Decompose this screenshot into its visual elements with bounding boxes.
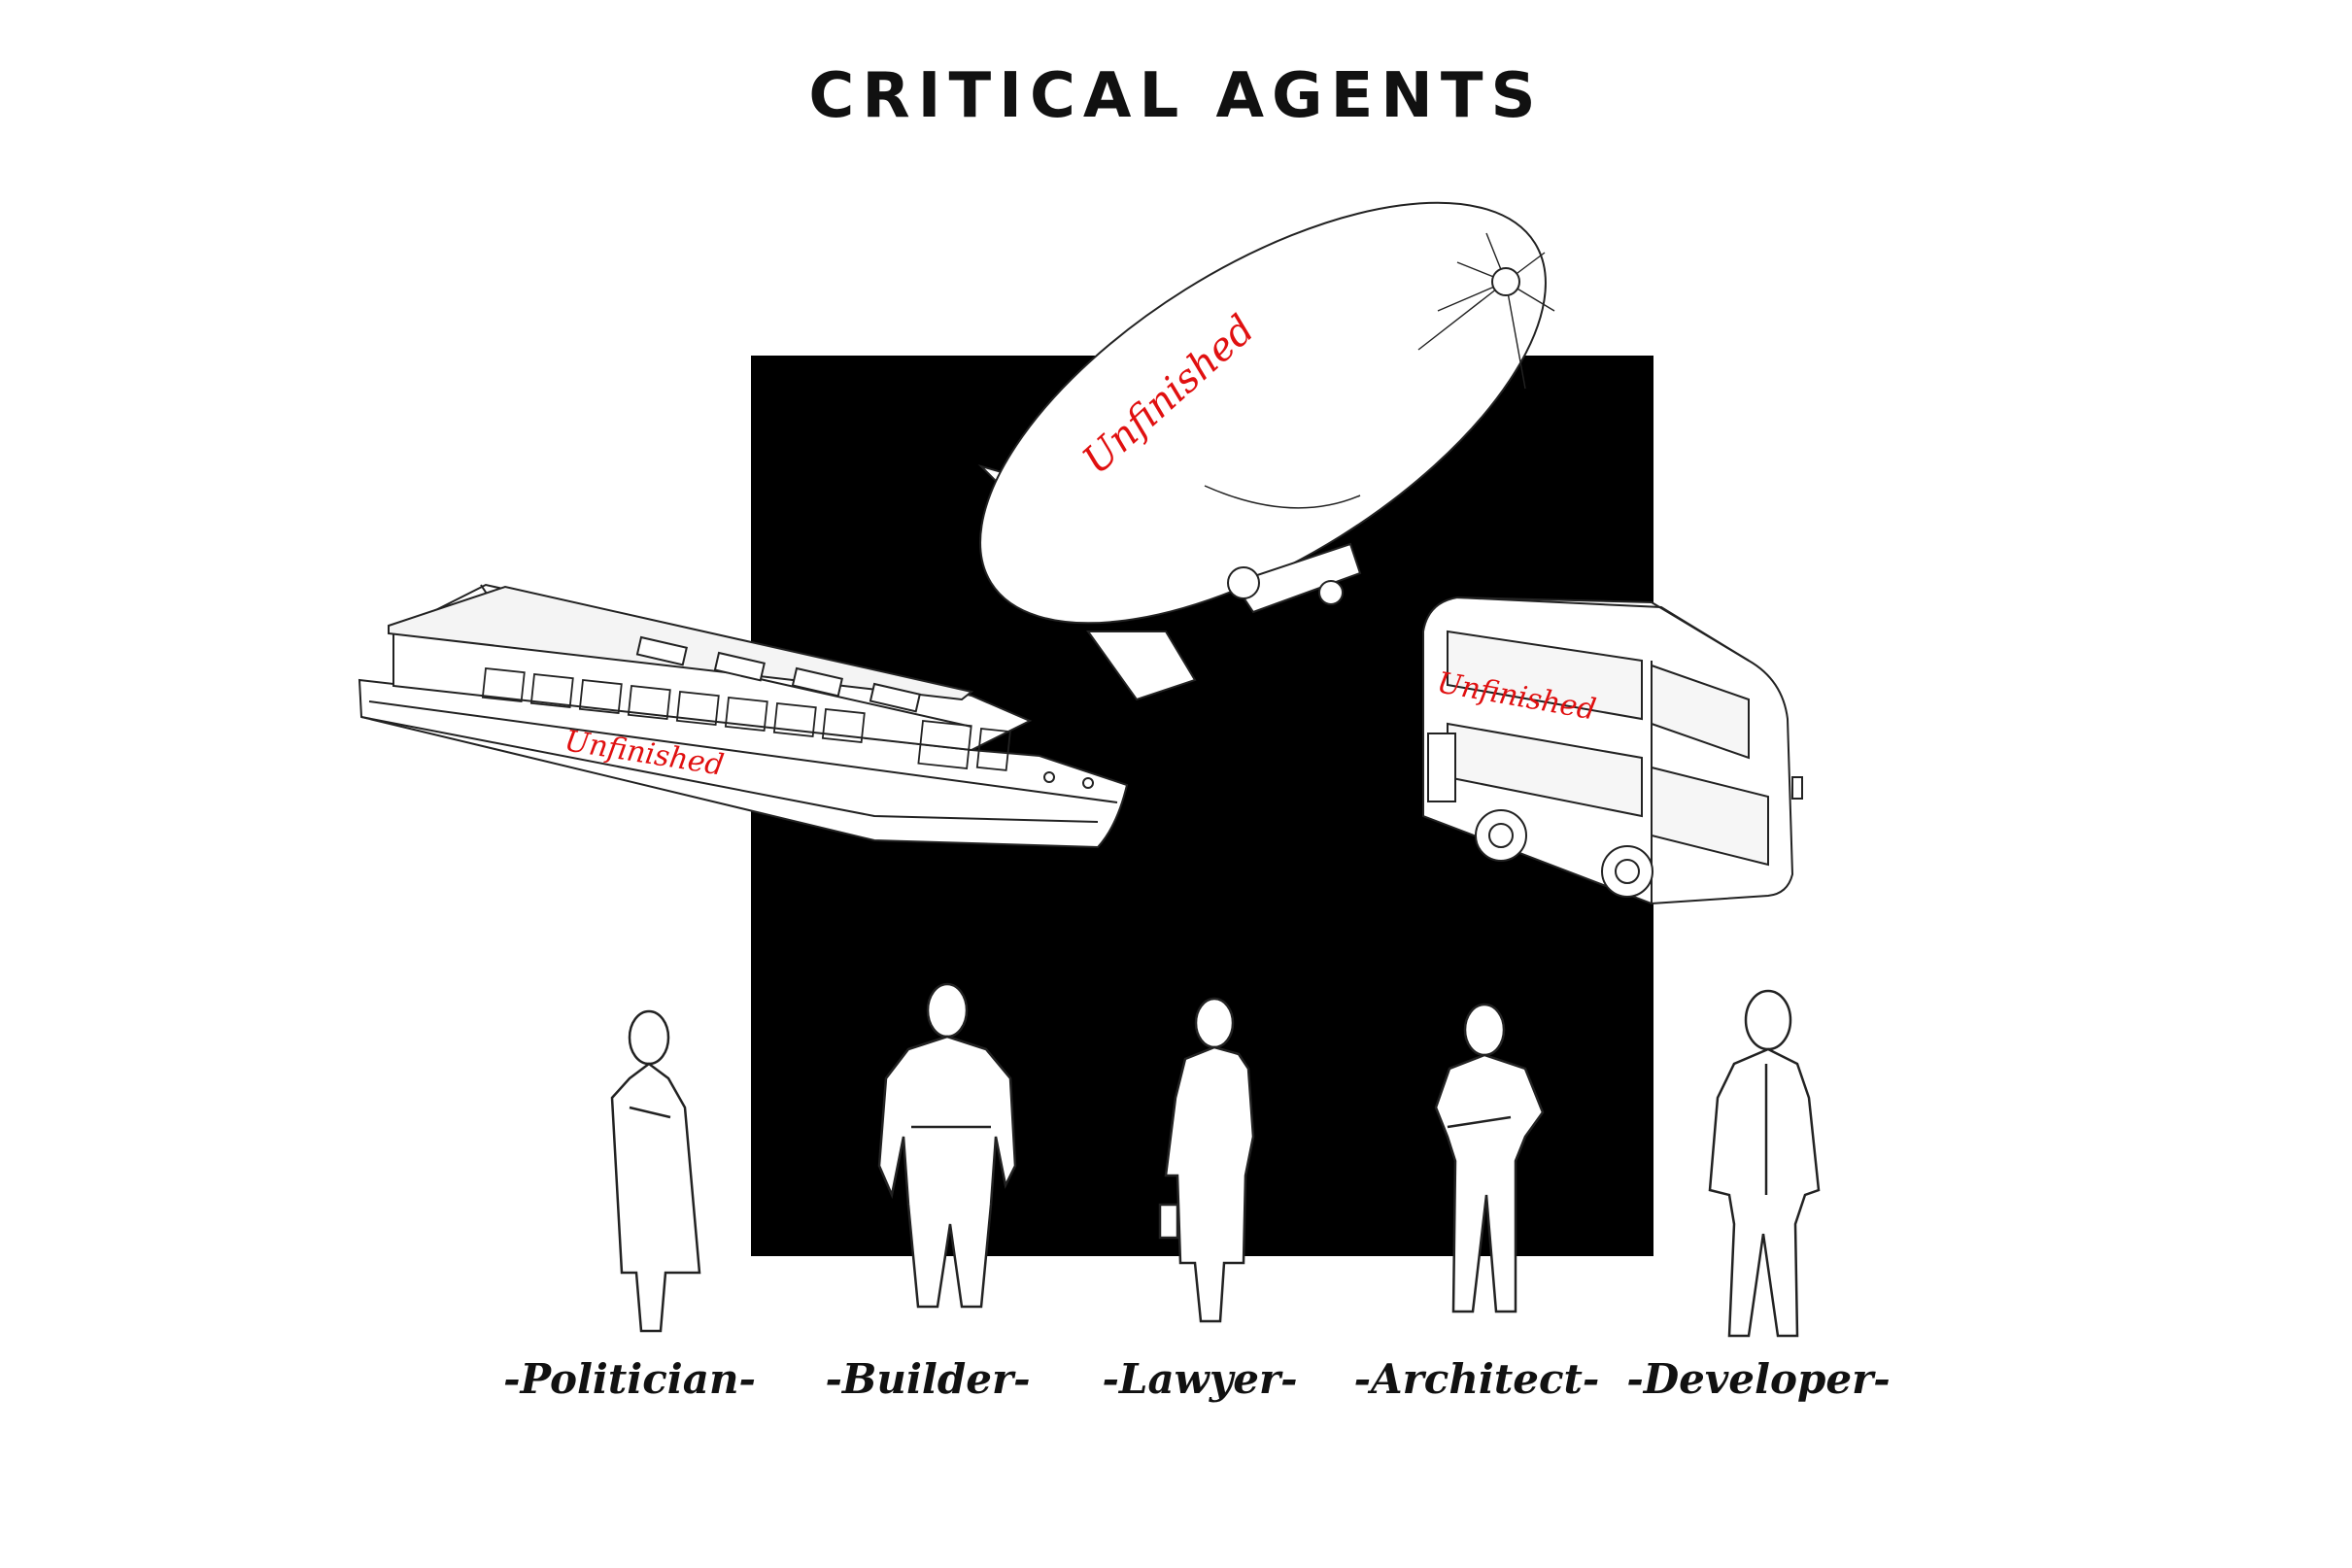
lawyer-figure bbox=[1158, 997, 1255, 1323]
agent-label-architect: -Architect- bbox=[1353, 1355, 1600, 1403]
agent-label-developer: -Developer- bbox=[1626, 1355, 1891, 1403]
developer-figure bbox=[1708, 989, 1821, 1338]
agent-label-builder: -Builder- bbox=[825, 1355, 1031, 1403]
page-title: CRITICAL AGENTS bbox=[808, 60, 1544, 132]
architect-figure bbox=[1434, 1003, 1545, 1313]
boat-illustration: Unfinished bbox=[358, 583, 1129, 849]
blimp-illustration: Unfinished bbox=[977, 201, 1555, 701]
politician-figure bbox=[610, 1009, 701, 1333]
agent-label-lawyer: -Lawyer- bbox=[1102, 1355, 1298, 1403]
agent-label-politician: -Politician- bbox=[503, 1355, 756, 1403]
builder-figure bbox=[877, 982, 1017, 1309]
bus-illustration: Unfinished bbox=[1422, 596, 1803, 905]
